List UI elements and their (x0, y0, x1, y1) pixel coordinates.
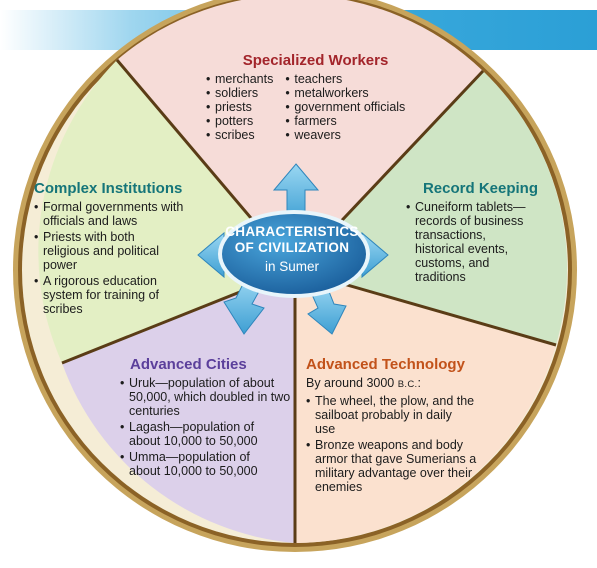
workers-list-right: teachers metalworkers government officia… (285, 72, 405, 142)
list-item: weavers (285, 128, 405, 142)
section-advanced-technology: Advanced Technology By around 3000 B.C.:… (306, 356, 482, 494)
list-item: Formal governments with officials and la… (34, 200, 202, 228)
record-keeping-list: Cuneiform tablets—records of business tr… (406, 200, 538, 284)
section-title: Advanced Cities (130, 356, 247, 373)
section-advanced-cities: Advanced Cities Uruk—population of about… (120, 356, 292, 478)
center-line-1: CHARACTERISTICS (225, 224, 359, 239)
list-item: potters (206, 114, 273, 128)
list-item: Bronze weapons and body armor that gave … (306, 438, 483, 494)
era-label: B.C. (397, 379, 418, 390)
list-item: Priests with both religious and politica… (34, 230, 183, 272)
institutions-list: Formal governments with officials and la… (34, 200, 202, 316)
section-complex-institutions: Complex Institutions Formal governments … (34, 180, 202, 316)
list-item: Lagash—population of about 10,000 to 50,… (120, 420, 279, 448)
list-item: Cuneiform tablets—records of business tr… (406, 200, 538, 284)
center-line-2: OF CIVILIZATION (234, 240, 350, 255)
list-item: farmers (285, 114, 405, 128)
intro-end: : (417, 376, 421, 390)
section-specialized-workers: Specialized Workers merchants soldiers p… (198, 52, 433, 142)
section-title: Advanced Technology (306, 356, 465, 373)
list-item: teachers (285, 72, 405, 86)
list-item: The wheel, the plow, and the sailboat pr… (306, 394, 475, 436)
section-title: Complex Institutions (34, 180, 183, 197)
list-item: merchants (206, 72, 273, 86)
section-title: Record Keeping (422, 180, 538, 197)
workers-list-left: merchants soldiers priests potters scrib… (198, 72, 273, 142)
section-record-keeping: Record Keeping Cuneiform tablets—records… (398, 180, 538, 284)
hub (218, 210, 370, 298)
intro-text: By around 3000 (306, 376, 398, 390)
section-title: Specialized Workers (242, 52, 389, 69)
technology-intro: By around 3000 B.C.: (306, 376, 482, 392)
list-item: priests (206, 100, 273, 114)
cities-list: Uruk—population of about 50,000, which d… (120, 376, 292, 478)
center-hub-label: CHARACTERISTICS OF CIVILIZATION in Sumer (222, 224, 362, 276)
list-item: government officials (285, 100, 405, 114)
list-item: metalworkers (285, 86, 405, 100)
list-item: scribes (206, 128, 273, 142)
list-item: Umma—population of about 10,000 to 50,00… (120, 450, 279, 478)
list-item: A rigorous education system for training… (34, 274, 175, 316)
center-line-3: in Sumer (264, 259, 320, 274)
technology-list: The wheel, the plow, and the sailboat pr… (306, 394, 482, 494)
list-item: soldiers (206, 86, 273, 100)
list-item: Uruk—population of about 50,000, which d… (120, 376, 292, 418)
